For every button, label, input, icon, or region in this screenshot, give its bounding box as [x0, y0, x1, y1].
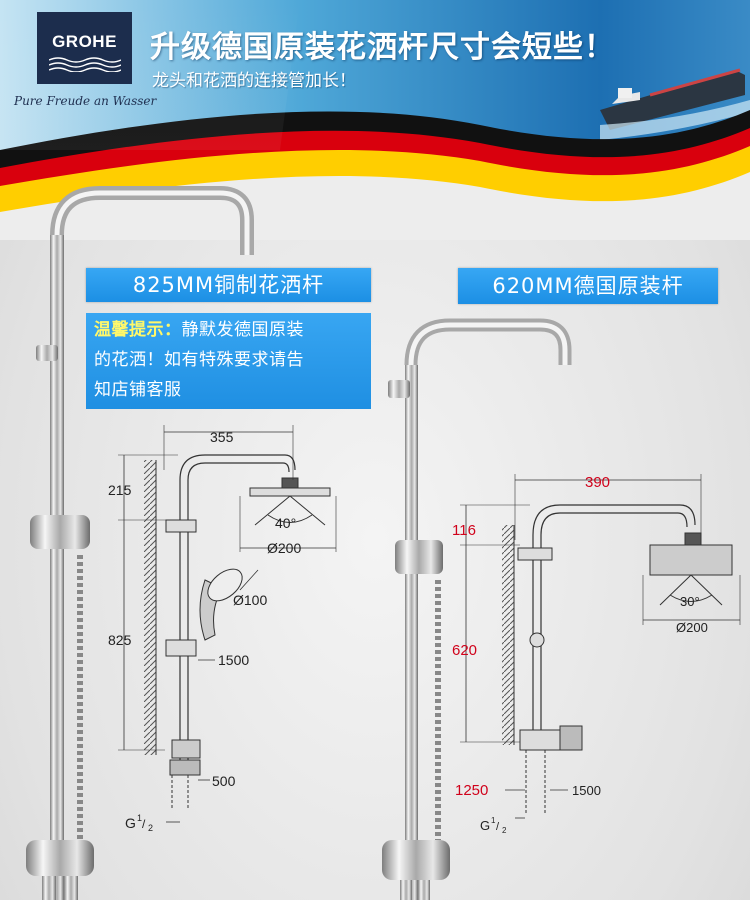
page-subheadline: 龙头和花洒的连接管加长！ — [152, 71, 356, 91]
tip-body-line2: 的花洒！如有特殊要求请告 — [94, 350, 304, 370]
dim-390: 390 — [585, 474, 610, 491]
brand-tagline: Pure Freude an Wasser — [14, 94, 157, 108]
left-product-label-text: 825MM铜制花洒杆 — [132, 273, 325, 297]
tip-body-line1: 静默发德国原装 — [181, 320, 304, 340]
dim-hose-1500-right: 1500 — [572, 783, 601, 798]
right-product-label: 620MM德国原装杆 — [458, 268, 718, 304]
dim-inlet-500: 500 — [212, 773, 236, 789]
dim-angle-40: 40° — [275, 515, 296, 531]
dim-620: 620 — [452, 642, 477, 659]
dim-head-200-right: Ø200 — [676, 620, 708, 635]
thread-sup-right: 1 — [491, 816, 496, 825]
left-shower-column — [26, 186, 254, 900]
right-dimension-labels: 390 116 620 30° Ø200 1250 1500 G 1 / 2 — [452, 474, 708, 835]
dim-hose-1500: 1500 — [218, 652, 249, 668]
left-technical-drawing — [118, 425, 337, 823]
dim-355: 355 — [210, 429, 234, 445]
dim-head-200: Ø200 — [267, 540, 301, 556]
thread-slash: / — [142, 817, 146, 831]
tip-notice: 温馨提示：静默发德国原装 的花洒！如有特殊要求请告 知店铺客服 — [86, 313, 371, 409]
tip-body-line3: 知店铺客服 — [94, 380, 182, 400]
right-technical-drawing — [460, 474, 741, 819]
left-product-label: 825MM铜制花洒杆 — [86, 268, 371, 302]
dim-215: 215 — [108, 482, 132, 498]
dim-angle-30: 30° — [680, 594, 700, 609]
thread-label-right: G — [480, 818, 490, 833]
thread-sub: 2 — [148, 823, 153, 833]
dim-hand-100: Ø100 — [233, 592, 267, 608]
thread-sub-right: 2 — [502, 826, 507, 835]
dim-inlet-1250: 1250 — [455, 782, 488, 799]
thread-label: G — [125, 815, 136, 831]
page-headline: 升级德国原装花洒杆尺寸会短些！ — [150, 30, 615, 65]
brand-logo: GROHE — [37, 12, 132, 84]
right-product-label-text: 620MM德国原装杆 — [492, 274, 684, 298]
wave-icon — [49, 57, 121, 72]
thread-sup: 1 — [137, 813, 142, 823]
thread-slash-right: / — [496, 821, 500, 833]
dim-bar-825: 825 — [108, 632, 132, 648]
brand-logo-text: GROHE — [52, 32, 117, 51]
dim-116: 116 — [452, 522, 476, 539]
right-shower-column — [382, 318, 572, 900]
left-dimension-labels: 355 215 40° Ø200 Ø100 1500 825 500 G 1 /… — [108, 429, 301, 833]
tip-title: 温馨提示： — [94, 320, 182, 340]
ship-illustration — [600, 68, 750, 140]
